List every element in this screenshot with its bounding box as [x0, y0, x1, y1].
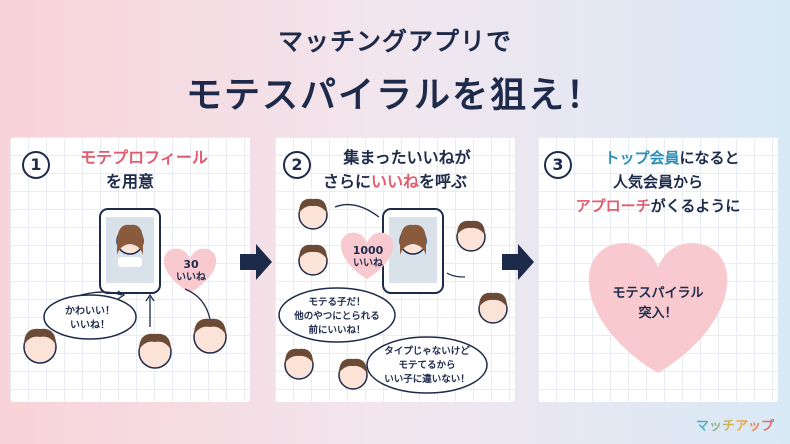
heading-pre: さらに: [322, 172, 371, 191]
person-icon: [298, 198, 328, 230]
bubble-line: 前にいいね！: [308, 324, 365, 336]
likes-number: 30: [183, 258, 199, 271]
heading-pink: アプローチ: [575, 197, 651, 215]
bubble-line: いいね！: [70, 319, 110, 331]
panel-1-heading-line2: を用意: [105, 172, 154, 191]
title-line2: モテスパイラルを狙え！: [185, 75, 604, 116]
heading-rest: がくるように: [650, 197, 741, 215]
panel-step-3: 3 トップ会員になると 人気会員から アプローチがくるように モテスパイラル 突…: [538, 137, 778, 402]
logo-text: マッチアップ: [695, 419, 774, 434]
panel-step-1: 1 モテプロフィール を用意 30 いいね: [10, 137, 250, 402]
heart-icon: [588, 243, 728, 373]
person-icon: [298, 244, 328, 276]
heading-blue: トップ会員: [604, 149, 680, 167]
likes-label: いいね: [353, 257, 383, 269]
likes-number: 1000: [353, 244, 384, 257]
heart-text-line1: モテスパイラル: [612, 286, 703, 301]
person-icon: [138, 333, 172, 369]
likes-label: いいね: [176, 271, 206, 283]
bubble-line: モテてるから: [398, 360, 455, 371]
speech-bubble: モテる子だ！ 他のやつにとられる 前にいいね！: [278, 287, 396, 343]
panel-1-heading-pink: モテプロフィール: [80, 148, 208, 167]
panel-1-heading: モテプロフィール: [24, 147, 250, 169]
bubble-line: いい子に違いない！: [384, 373, 470, 385]
bubble-line: かわいい！: [65, 305, 115, 317]
panel-3-heading-line1: トップ会員になると: [552, 147, 778, 169]
person-icon: [456, 220, 486, 252]
panel-2-illustration: 1000 いいね モテる子だ！ 他のやつにとられる 前にいいね！ タイプじゃない…: [278, 198, 508, 394]
step-number-2: 2: [283, 151, 311, 179]
panel-2-heading-line2: さらにいいねを呼ぶ: [275, 171, 515, 193]
next-arrow-icon: [240, 244, 272, 280]
phone-icon: [382, 208, 444, 294]
person-icon: [284, 348, 314, 380]
next-arrow-icon: [502, 244, 534, 280]
heading-rest: になると: [679, 149, 740, 167]
panel-2-heading-line1: 集まったいいねが: [343, 148, 471, 167]
panel-3-illustration: モテスパイラル 突入！: [588, 243, 728, 373]
phone-icon: [99, 208, 161, 294]
heart-icon: 1000 いいね: [340, 232, 394, 279]
panel-step-2: 2 集まったいいねが さらにいいねを呼ぶ 1000 いいね: [275, 137, 515, 402]
heart-icon: 30 いいね: [163, 248, 217, 293]
bubble-line: 他のやつにとられる: [293, 310, 380, 322]
title-line1: マッチングアプリで: [277, 27, 512, 56]
panel-1-illustration: 30 いいね かわいい！ いいね！: [23, 208, 227, 369]
heading-post: を呼ぶ: [419, 172, 468, 191]
person-icon: [23, 328, 57, 364]
person-icon: [478, 292, 508, 324]
speech-bubble: タイプじゃないけど モテてるから いい子に違いない！: [366, 336, 488, 394]
step-number-1: 1: [22, 151, 50, 179]
person-icon: [193, 318, 227, 354]
brand-logo: マッチアップ: [696, 415, 774, 434]
person-icon: [338, 358, 368, 390]
panel-3-heading-line3: アプローチがくるように: [538, 195, 778, 217]
panel-3-heading-line2: 人気会員から: [612, 173, 703, 191]
bubble-line: タイプじゃないけど: [384, 345, 470, 357]
heading-pink: いいね: [370, 172, 419, 191]
speech-bubble: かわいい！ いいね！: [43, 294, 137, 340]
bubble-line: モテる子だ！: [308, 297, 365, 308]
heart-text-line2: 突入！: [638, 305, 677, 321]
step-number-3: 3: [544, 151, 572, 179]
